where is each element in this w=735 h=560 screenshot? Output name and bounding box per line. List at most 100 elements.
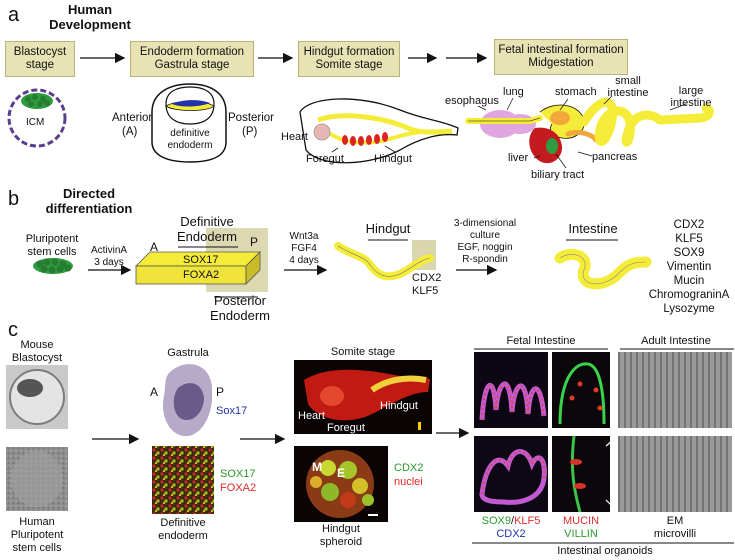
anterior-abbr: (A)	[122, 126, 138, 138]
hindgut-title: Hindgut	[365, 221, 411, 236]
fetal-gut-drawing	[465, 95, 714, 169]
hindgut-tube	[334, 239, 436, 281]
panel-b-letter: b	[8, 188, 20, 210]
de-foxa2-label: FOXA2	[220, 482, 257, 494]
somite-stage-image	[294, 360, 432, 434]
fetal-title: Fetal Intestine	[506, 335, 576, 347]
hindgut-spheroid-image	[294, 446, 388, 522]
adult-em-image	[618, 352, 732, 428]
wnt3a-label: Wnt3a	[289, 231, 319, 242]
somite-title: Somite stage	[330, 346, 396, 358]
gastrula-title: Gastrula	[167, 347, 209, 359]
days3-label: 3 days	[94, 257, 124, 268]
block-foxa2: FOXA2	[183, 269, 220, 281]
cdx2-bottom-label: CDX2	[496, 528, 526, 540]
gastrula-sox17-label: Sox17	[216, 405, 248, 417]
zoom-line-bottom	[605, 499, 619, 513]
fetal-sox9-image	[474, 352, 548, 428]
organoids-label: Intestinal organoids	[557, 545, 653, 557]
villin-label: VILLIN	[564, 528, 598, 540]
somite-foregut-photo-label: Foregut	[327, 422, 365, 434]
marker-klf5: KLF5	[675, 233, 703, 245]
days4-label: 4 days	[289, 255, 319, 266]
human-line2: Pluripotent	[10, 529, 64, 541]
organoid-sox9-image	[474, 436, 548, 512]
em-label: EM	[666, 515, 684, 527]
icm-label: ICM	[26, 117, 45, 128]
definitive-line1: Definitive	[180, 214, 234, 229]
mouse-blastocyst-photo	[6, 365, 68, 429]
gastrula-endoderm: endoderm	[167, 140, 213, 151]
gastrula-definitive: definitive	[170, 128, 210, 139]
pluripotent-line2: stem cells	[27, 246, 77, 258]
human-line3: stem cells	[12, 542, 62, 554]
hindgut-klf5: KLF5	[412, 285, 439, 297]
gastrula-drawing	[151, 83, 227, 163]
panel-c-letter: c	[8, 319, 18, 341]
gastrula-p-label: P	[216, 385, 225, 399]
somite-foregut-label: Foregut	[306, 153, 344, 165]
large-intestine-label: intestine	[670, 97, 712, 109]
hindgut-cdx2: CDX2	[412, 272, 442, 284]
spheroid-cdx2-label: CDX2	[394, 462, 424, 474]
organoid-em-image	[618, 436, 732, 512]
fetal-mucin-image	[552, 352, 610, 428]
culture-line1: 3-dimensional	[453, 218, 517, 229]
anterior-label: Anterior	[112, 112, 153, 124]
de-line2: endoderm	[158, 530, 208, 542]
de-sox17-label: SOX17	[220, 468, 256, 480]
somite-heart-label: Heart	[281, 131, 308, 143]
de-line1: Definitive	[160, 517, 206, 529]
panel-a-title-line1: Human	[67, 2, 113, 17]
panel-a-title-line2: Development	[49, 17, 131, 32]
large-label: large	[678, 85, 704, 97]
somite-hindgut-photo-label: Hindgut	[380, 400, 418, 412]
spheroid-m-label: M	[312, 460, 322, 474]
mouse-line1: Mouse	[20, 339, 54, 351]
block-p-label: P	[250, 235, 259, 249]
definitive-line2: Endoderm	[177, 229, 237, 244]
posterior-abbr: (P)	[242, 126, 258, 138]
stage-blastocyst-line1: Blastocyst	[13, 45, 67, 58]
klf5-label: KLF5	[514, 515, 541, 527]
marker-lysozyme: Lysozyme	[663, 303, 715, 315]
sox9-klf5-label: SOX9/KLF5	[470, 515, 552, 527]
marker-cdx2: CDX2	[673, 219, 705, 231]
posterior-end-line2: Endoderm	[210, 308, 270, 323]
esophagus-label: esophagus	[445, 95, 499, 107]
marker-sox9: SOX9	[673, 247, 705, 259]
small-label: small	[615, 75, 641, 87]
adult-title: Adult Intestine	[641, 335, 711, 347]
stage-fetal-line2: Midgestation	[528, 57, 594, 69]
pluripotent-line1: Pluripotent	[25, 233, 79, 245]
stomach-label: stomach	[555, 86, 597, 98]
culture-line2: culture	[469, 230, 500, 241]
mucin-label: MUCIN	[562, 515, 600, 527]
microvilli-label: microvilli	[653, 528, 697, 540]
blastocyst-drawing	[7, 88, 67, 148]
panel-b-title-line2: differentiation	[45, 201, 133, 216]
spheroid-line2: spheroid	[319, 536, 363, 548]
activin-label: ActivinA	[90, 245, 128, 256]
somite-heart-photo-label: Heart	[298, 410, 325, 422]
spheroid-nuclei-label: nuclei	[394, 476, 423, 488]
small-intestine-label: intestine	[607, 87, 649, 99]
intestine-tube	[554, 239, 652, 290]
panel-a-letter: a	[8, 4, 20, 26]
somite-embryo-drawing	[299, 98, 459, 164]
block-a-label: A	[150, 240, 159, 254]
gastrula-photo	[162, 364, 213, 437]
spheroid-line1: Hindgut	[322, 523, 360, 535]
zoom-line-top	[605, 435, 619, 447]
posterior-label: Posterior	[228, 112, 275, 124]
slash-label: /	[511, 515, 515, 527]
marker-vimentin: Vimentin	[666, 261, 712, 273]
stage-hindgut-line1: Hindgut formation	[303, 45, 395, 58]
liver-label: liver	[508, 152, 529, 164]
culture-line3: EGF, noggin	[457, 242, 513, 253]
